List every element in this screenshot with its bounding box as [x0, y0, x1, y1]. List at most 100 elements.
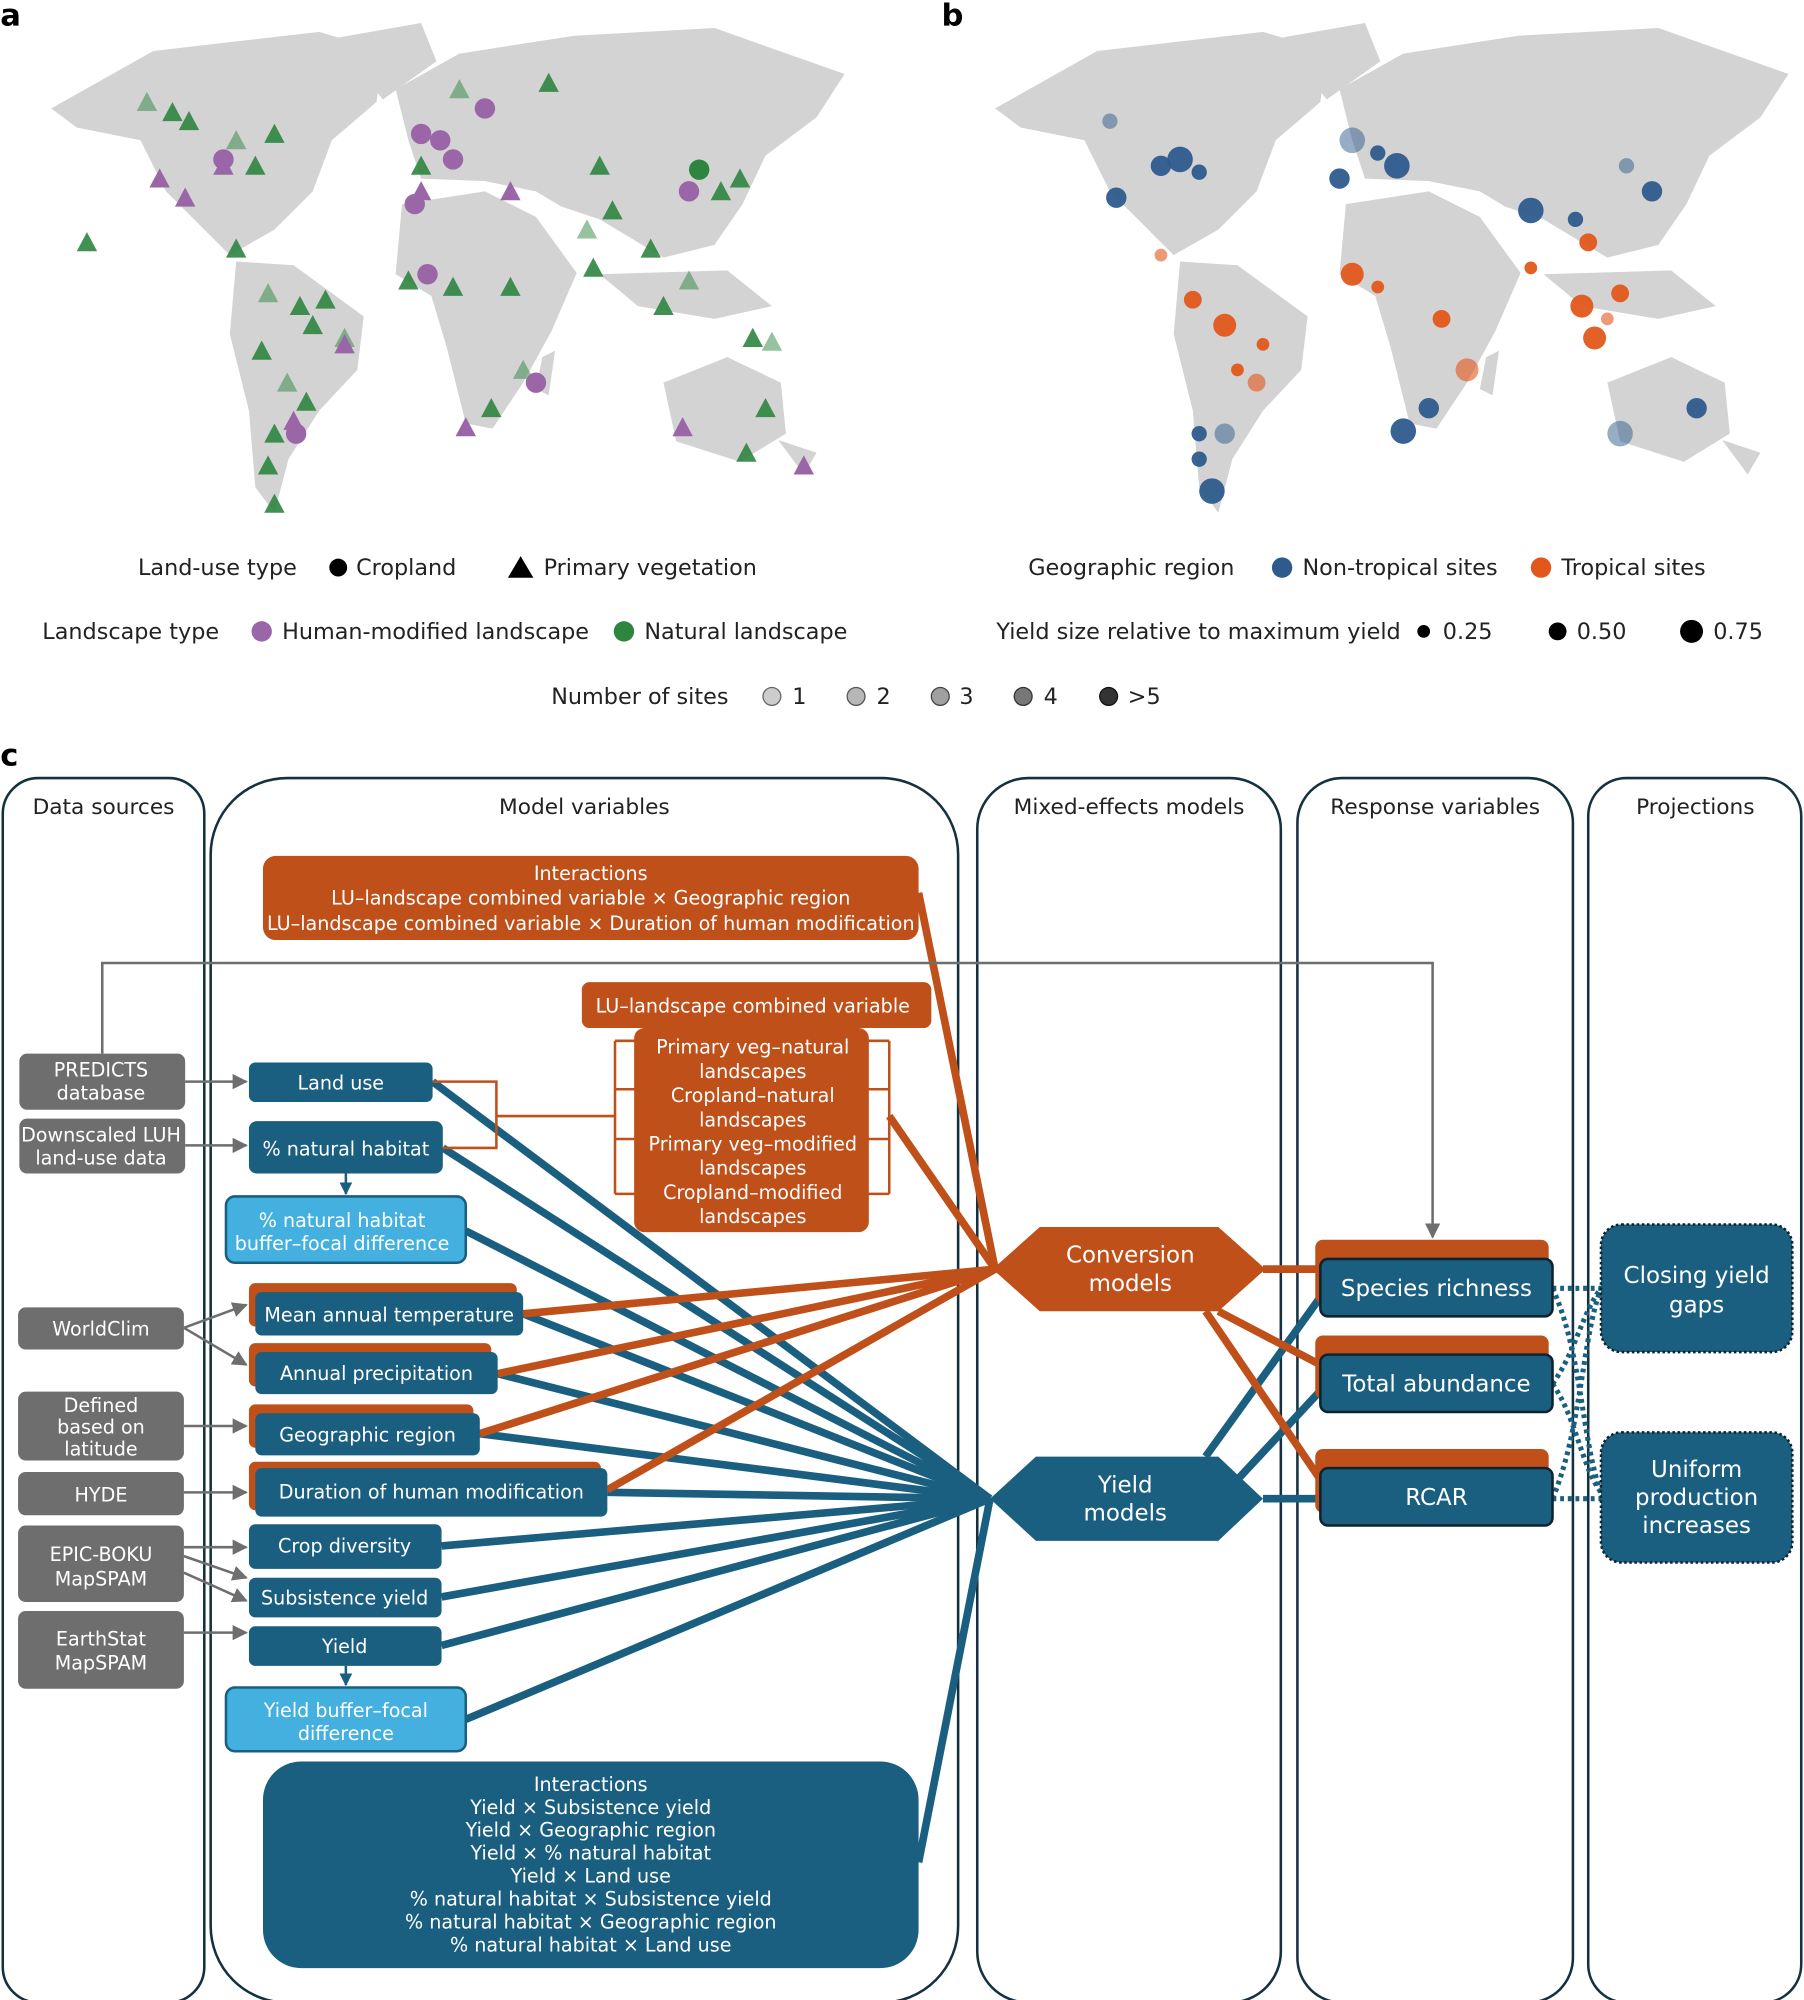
source-label: EarthStat: [56, 1627, 147, 1650]
interaction-term: LU–landscape combined variable × Geograp…: [331, 886, 850, 909]
nontropical-site-marker: [1191, 451, 1207, 467]
primary-site-marker: [710, 181, 732, 201]
source-label: land-use data: [35, 1147, 166, 1170]
var-subsistence-yield: [248, 1577, 442, 1618]
primary-site-marker: [640, 238, 661, 258]
column-data-sources: [1, 776, 206, 2000]
cropland-site-marker: [285, 423, 307, 444]
primary-site-marker: [755, 397, 776, 418]
interaction-term: % natural habitat × Geographic region: [405, 1911, 777, 1934]
nontropical-site-marker: [1191, 164, 1207, 180]
primary-site-marker: [761, 331, 783, 351]
cropland-site-marker: [430, 130, 451, 151]
source-worldclim: [18, 1307, 184, 1350]
nontropical-icon: [1271, 557, 1293, 578]
response-label: Total abundance: [1341, 1372, 1530, 1398]
nontropical-site-marker: [1199, 478, 1225, 504]
world-map-a: [51, 22, 845, 513]
response-label: RCAR: [1405, 1485, 1468, 1511]
nontropical-site-marker: [1214, 423, 1235, 444]
panel-label-c: c: [0, 738, 18, 773]
cropland-site-marker: [410, 123, 432, 145]
primary-site-marker: [245, 155, 266, 175]
primary-site-marker: [178, 110, 200, 131]
legend-landscape-title: Landscape type: [42, 619, 219, 645]
nontropical-site-marker: [1641, 181, 1663, 202]
primary-site-marker: [672, 417, 693, 437]
panel-label-a: a: [0, 0, 21, 34]
source-label: Downscaled LUH: [21, 1124, 181, 1147]
primary-site-marker: [257, 455, 279, 475]
tropical-site-marker: [1583, 326, 1607, 350]
nontropical-site-marker: [1390, 418, 1417, 444]
cropland-site-marker: [525, 372, 547, 393]
nontropical-site-marker: [1329, 168, 1350, 189]
var-label: % natural habitat: [259, 1209, 426, 1232]
response-variables: Species richness Total abundance RCAR: [1315, 1239, 1554, 1527]
sites-4-icon: [1013, 686, 1033, 706]
yield-models-hexagon: [990, 1456, 1263, 1541]
primary-site-marker: [455, 417, 476, 437]
lu-level: landscapes: [699, 1060, 806, 1083]
var-region: [255, 1413, 480, 1456]
primary-site-marker: [76, 232, 98, 252]
primary-site-marker: [225, 238, 247, 258]
primary-site-marker: [589, 155, 610, 175]
source-label: EPIC-BOKU: [50, 1543, 153, 1566]
lu-level: Cropland–modified: [663, 1181, 842, 1204]
legend-region-title: Geographic region: [1028, 555, 1234, 581]
primary-site-marker: [289, 295, 311, 316]
data-sources: [18, 1053, 186, 1689]
var-label: Yield buffer–focal: [263, 1699, 428, 1722]
tropical-site-marker: [1611, 284, 1630, 303]
legend-sites-5: >5: [1128, 684, 1161, 710]
source-label: HYDE: [75, 1483, 128, 1506]
conversion-interactions-box: [262, 855, 919, 941]
interactions-title: Interactions: [534, 862, 648, 885]
source-label: latitude: [64, 1437, 137, 1460]
var-natural-habitat-diff: [224, 1195, 468, 1265]
primary-site-marker: [538, 72, 559, 92]
human-modified-icon: [251, 621, 272, 642]
var-label: difference: [298, 1722, 394, 1745]
source-arrows: [100, 961, 1441, 1641]
cropland-site-marker: [404, 193, 425, 215]
primary-site-marker: [583, 257, 604, 277]
nontropical-site-marker: [1618, 158, 1635, 174]
response-species-richness: [1319, 1257, 1554, 1318]
tropical-site-marker: [1213, 313, 1237, 337]
tropical-site-marker: [1600, 312, 1614, 326]
primary-site-marker: [736, 442, 757, 462]
primary-site-marker: [225, 130, 247, 150]
primary-site-marker: [512, 359, 534, 379]
yield-interactions-box: [262, 1761, 919, 1969]
var-yield: [248, 1626, 442, 1666]
var-label: Duration of human modification: [279, 1481, 584, 1504]
world-map-b: [995, 22, 1789, 513]
lu-bracket: [432, 1039, 891, 1196]
interaction-term: Yield × Land use: [510, 1865, 671, 1888]
var-yield-diff: [224, 1686, 468, 1753]
primary-site-marker: [257, 283, 279, 303]
source-label: PREDICTS: [54, 1059, 148, 1082]
nontropical-site-marker: [1607, 420, 1633, 447]
projection-connectors: [1550, 1285, 1604, 1502]
nontropical-site-marker: [1339, 127, 1366, 154]
conversion-connectors: [478, 892, 1324, 1494]
tropical-site-marker: [1256, 338, 1270, 351]
legend-sites: Number of sites 1 2 3 4 >5: [551, 684, 1160, 710]
interaction-term: % natural habitat × Land use: [450, 1934, 731, 1957]
primary-site-marker: [602, 200, 623, 220]
var-temperature: [255, 1292, 524, 1336]
yield-size-icon: [1417, 625, 1431, 638]
sites-3-icon: [930, 686, 950, 706]
legend-sites-2: 2: [876, 684, 890, 710]
legend-yield-050: 0.50: [1577, 619, 1627, 645]
map-b: [995, 22, 1789, 513]
cropland-site-marker: [688, 159, 710, 180]
source-label: WorldClim: [52, 1317, 149, 1340]
response-label: Species richness: [1341, 1276, 1532, 1302]
header-model-variables: Model variables: [499, 795, 670, 820]
primary-site-marker: [653, 295, 674, 316]
